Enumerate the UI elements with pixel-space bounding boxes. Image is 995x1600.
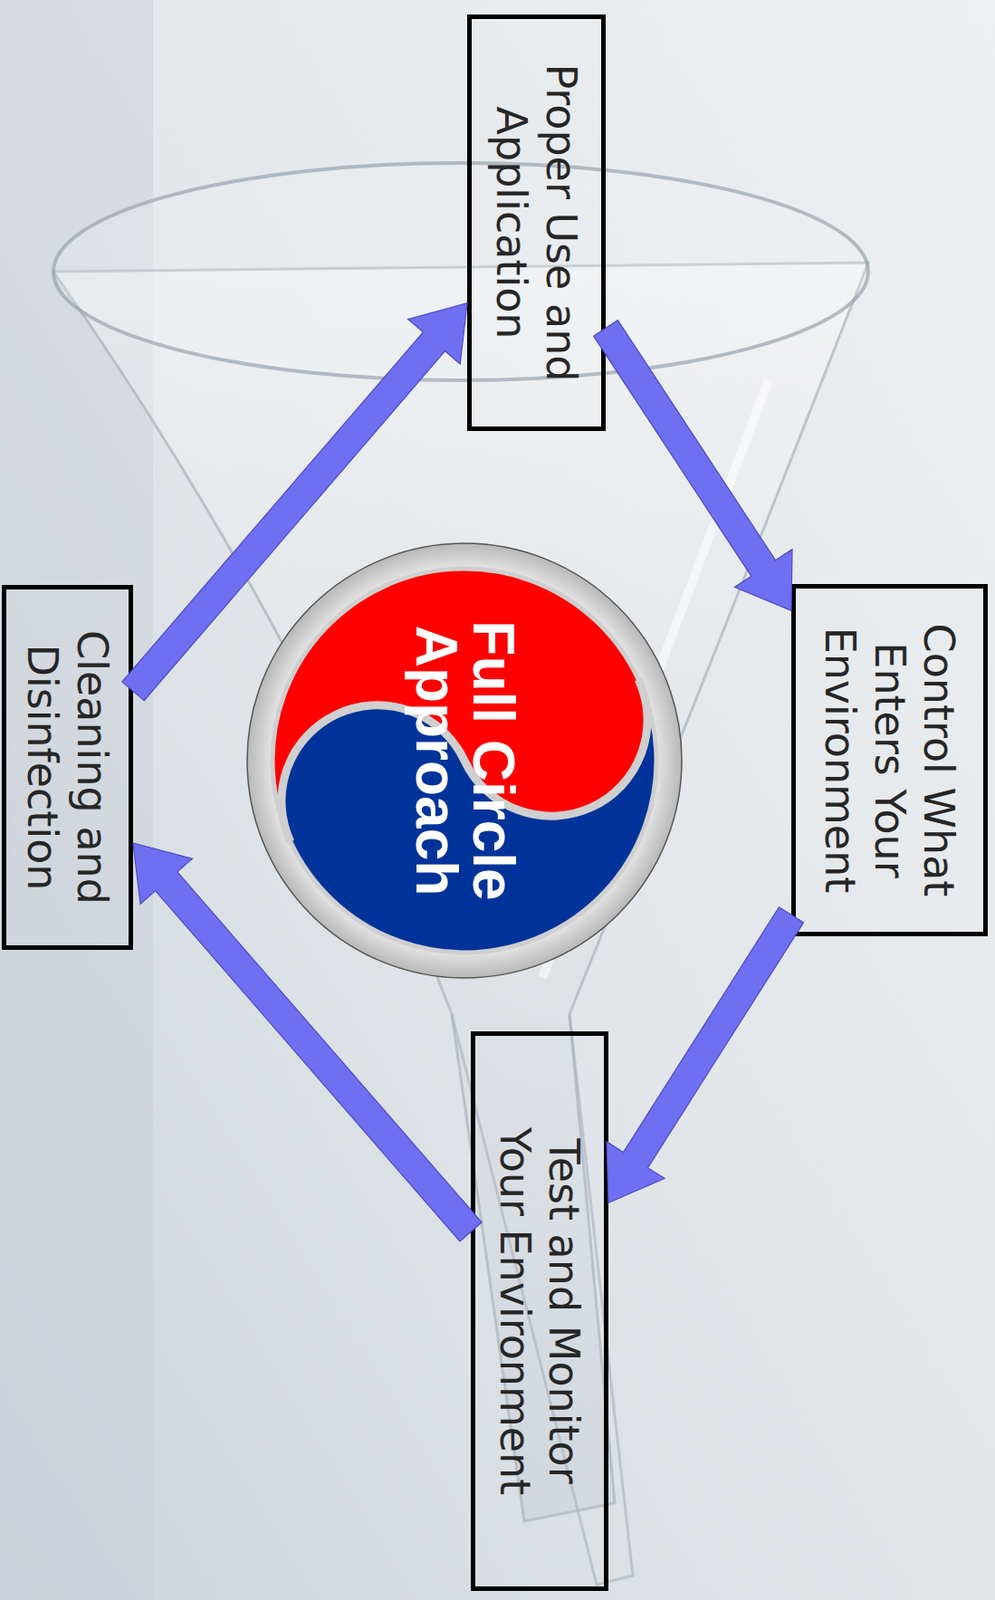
text-group: Proper Use and Application xyxy=(487,32,586,413)
emblem-title: Full Circle Approach xyxy=(407,606,521,915)
red-half xyxy=(245,541,680,929)
cycle-arrow xyxy=(606,907,804,1204)
cycle-arrow xyxy=(133,842,482,1242)
text-group: Control What Enters Your Environment xyxy=(815,602,964,919)
text-group: Cleaning and Disinfection xyxy=(18,613,117,922)
step-label: Cleaning and Disinfection xyxy=(18,613,117,922)
funnel-cone xyxy=(53,262,869,1522)
step-label: Test and Monitor Your Environment xyxy=(490,1098,590,1524)
inner-rim xyxy=(245,541,684,980)
funnel-rim xyxy=(53,162,869,381)
step-box: Control What Enters Your Environment xyxy=(791,583,988,937)
cycle-arrow xyxy=(593,320,793,612)
step-label: Proper Use and Application xyxy=(487,32,586,413)
yin-yang xyxy=(245,541,684,980)
step-box: Cleaning and Disinfection xyxy=(1,584,134,950)
step-label: Control What Enters Your Environment xyxy=(815,602,964,919)
cycle-arrow xyxy=(122,303,468,701)
center-emblem: Full Circle Approach xyxy=(245,541,684,980)
text-group: Full Circle Approach xyxy=(407,606,521,915)
step-box: Test and Monitor Your Environment xyxy=(470,1031,609,1591)
blue-half xyxy=(245,541,684,980)
step-box: Proper Use and Application xyxy=(467,14,606,431)
text-group: Test and Monitor Your Environment xyxy=(490,1098,590,1524)
